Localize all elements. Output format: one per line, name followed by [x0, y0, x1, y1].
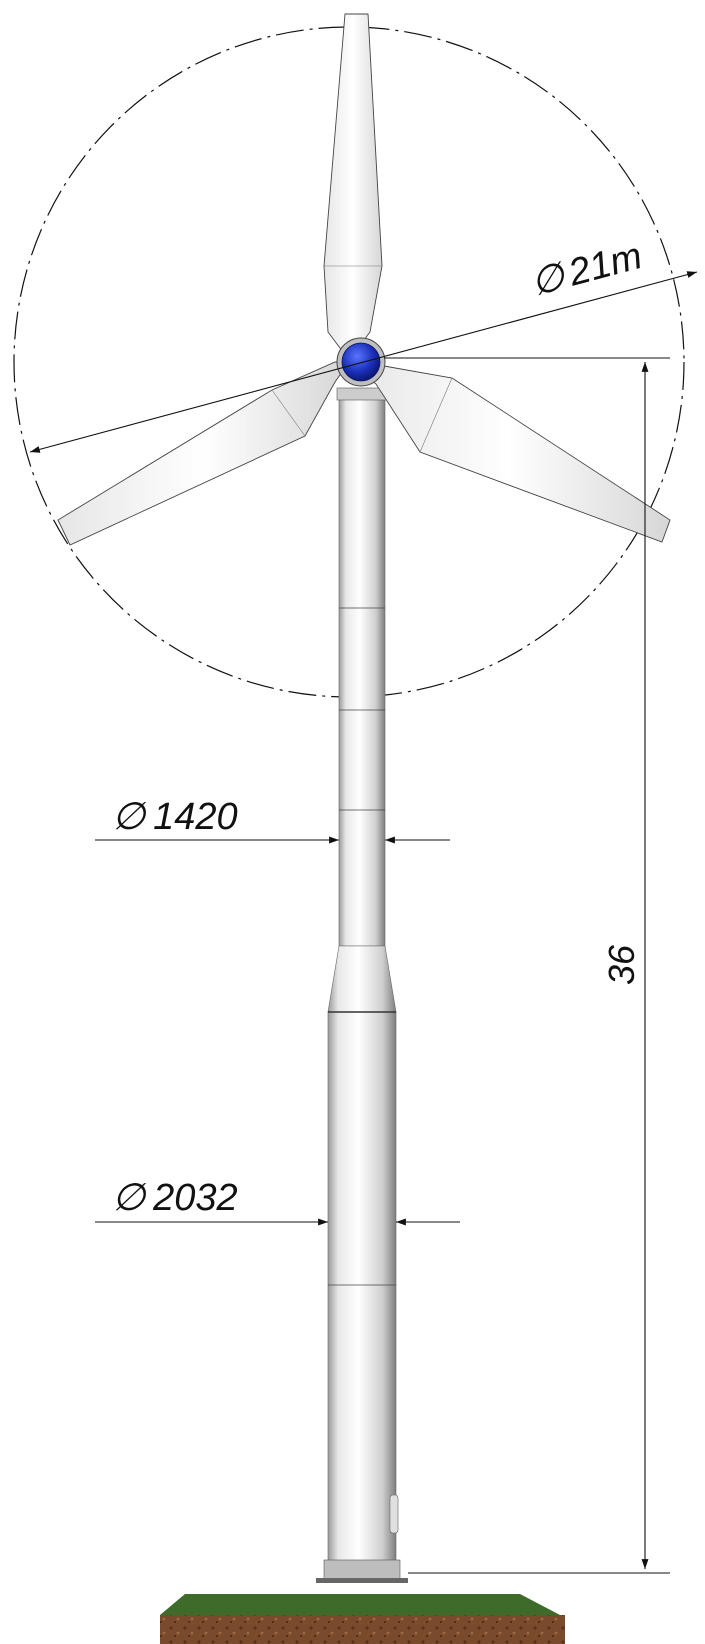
hub-height-dimension: 36	[384, 357, 670, 1574]
upper-tower-diameter-dimension: ∅1420	[95, 796, 450, 844]
tower	[316, 397, 408, 1583]
blade-top	[323, 13, 383, 361]
hub	[336, 337, 386, 387]
lower-tower-diameter-label: ∅2032	[112, 1177, 238, 1219]
lower-tower-diameter-dimension: ∅2032	[95, 1177, 460, 1226]
ground-base	[160, 1594, 565, 1644]
rotor-diameter-label: ∅21m	[526, 235, 646, 305]
blade-right	[347, 361, 671, 543]
blade-left	[57, 361, 350, 546]
hub-height-label: 36	[601, 944, 642, 985]
upper-tower-diameter-label: ∅1420	[112, 796, 238, 838]
